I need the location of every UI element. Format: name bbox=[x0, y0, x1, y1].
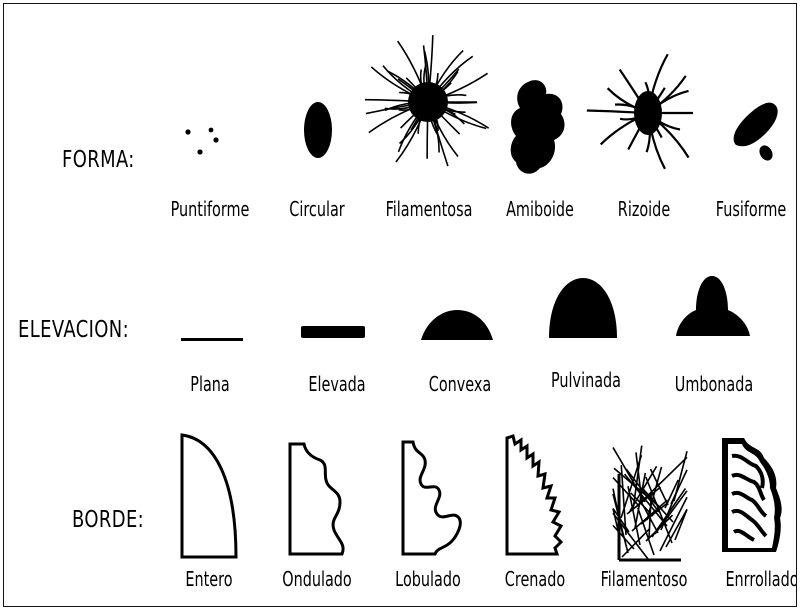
enrrollado-shape bbox=[716, 432, 788, 556]
row-label-borde: BORDE: bbox=[72, 507, 144, 533]
filamentoso-shape bbox=[609, 414, 689, 564]
label-umbonada: Umbonada bbox=[675, 372, 753, 396]
crenado-shape bbox=[501, 432, 571, 556]
label-fusiforme: Fusiforme bbox=[716, 197, 787, 221]
label-elevada: Elevada bbox=[308, 372, 365, 396]
convexa-shape bbox=[417, 304, 497, 344]
lobulado-shape bbox=[397, 436, 469, 556]
ondulado-shape bbox=[284, 436, 354, 556]
pulvinada-shape bbox=[545, 272, 621, 342]
row-label-elevacion: ELEVACION: bbox=[18, 317, 129, 343]
label-ondulado: Ondulado bbox=[282, 567, 352, 591]
label-amiboide: Amiboide bbox=[506, 197, 574, 221]
rizoide-shape bbox=[608, 49, 688, 189]
label-crenado: Crenado bbox=[505, 567, 565, 591]
label-filamentosa: Filamentosa bbox=[386, 197, 473, 221]
label-puntiforme: Puntiforme bbox=[171, 197, 250, 221]
elevada-shape bbox=[299, 322, 369, 342]
umbonada-shape bbox=[672, 270, 754, 340]
label-convexa: Convexa bbox=[429, 372, 491, 396]
amiboide-shape bbox=[506, 76, 572, 186]
label-plana: Plana bbox=[190, 372, 229, 396]
plana-shape bbox=[179, 334, 247, 344]
filamentosa-shape bbox=[382, 34, 482, 194]
fusiforme-shape bbox=[722, 99, 792, 169]
circular-shape bbox=[299, 94, 339, 169]
label-rizoide: Rizoide bbox=[618, 197, 670, 221]
label-lobulado: Lobulado bbox=[395, 567, 461, 591]
label-entero: Entero bbox=[185, 567, 232, 591]
label-enrrollado: Enrrollado bbox=[725, 567, 797, 591]
entero-shape bbox=[174, 429, 244, 559]
row-label-forma: FORMA: bbox=[62, 147, 135, 173]
diagram-frame: FORMA: ELEVACION: BORDE: Puntiforme Circ… bbox=[3, 3, 797, 607]
label-circular: Circular bbox=[289, 197, 344, 221]
label-pulvinada: Pulvinada bbox=[551, 368, 621, 392]
puntiforme-shape bbox=[174, 116, 234, 166]
label-filamentoso: Filamentoso bbox=[601, 567, 688, 591]
